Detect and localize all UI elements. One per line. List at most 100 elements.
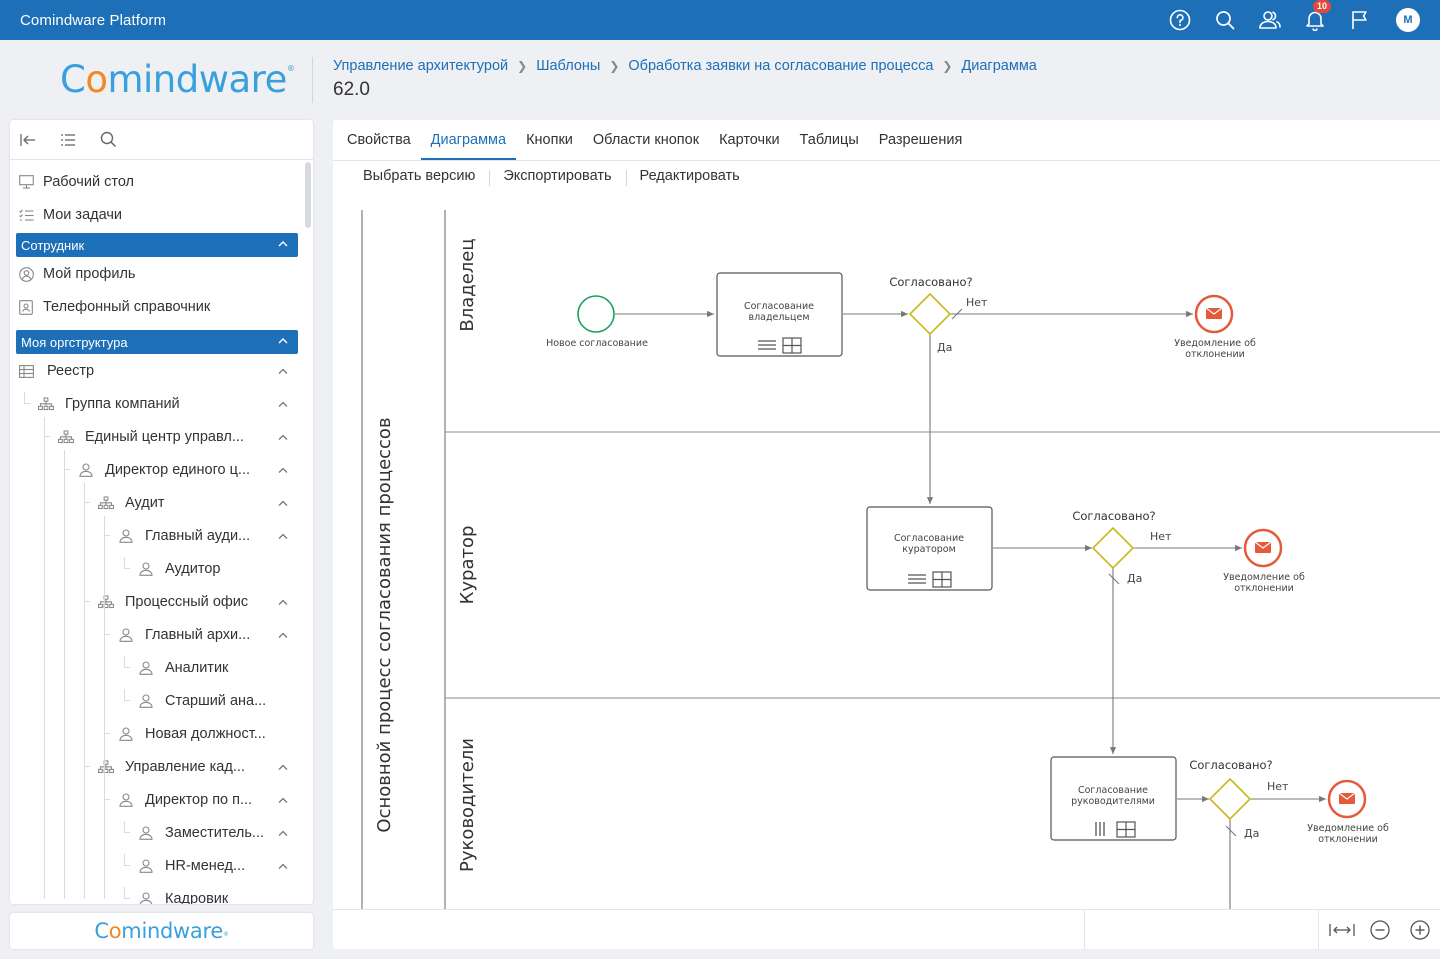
tab-buttons[interactable]: Кнопки — [516, 120, 583, 160]
tree-connector — [124, 656, 130, 668]
tab-tables[interactable]: Таблицы — [790, 120, 869, 160]
end-event-curator[interactable]: Уведомление об отклонении — [1223, 530, 1305, 594]
tree-item[interactable]: Управление кад... — [10, 753, 300, 781]
zoom-in-icon[interactable] — [1409, 919, 1431, 941]
chevron-up-icon[interactable] — [278, 828, 288, 838]
tree-item-label: Группа компаний — [65, 396, 180, 412]
tree-item[interactable]: Аудит — [10, 489, 300, 517]
tree-item[interactable]: Главный архи... — [10, 621, 300, 649]
chevron-up-icon[interactable] — [278, 531, 288, 541]
tab-properties[interactable]: Свойства — [333, 120, 421, 160]
tree-item-label: Старший ана... — [165, 693, 266, 709]
logo[interactable]: Comindware® — [60, 58, 294, 101]
contact-card-icon — [18, 299, 34, 315]
search-icon[interactable] — [1213, 8, 1237, 32]
tree-connector — [24, 392, 30, 404]
chevron-up-icon[interactable] — [278, 432, 288, 442]
tab-permissions[interactable]: Разрешения — [869, 120, 973, 160]
help-icon[interactable] — [1168, 8, 1192, 32]
export-button[interactable]: Экспортировать — [489, 168, 625, 184]
gateway-curator[interactable]: Согласовано? Нет Да — [1072, 509, 1172, 585]
tree-item[interactable]: Группа компаний — [10, 390, 300, 418]
tree-item[interactable]: Новая должност... — [10, 720, 300, 748]
chevron-right-icon: ❯ — [942, 59, 952, 73]
end-event-owner[interactable]: Уведомление об отклонении — [1174, 296, 1256, 360]
sidebar-item-label: Мои задачи — [43, 207, 122, 223]
task-managers-approval[interactable]: Согласованиеруководителями — [1051, 757, 1176, 840]
top-bar: Comindware Platform 10 M — [0, 0, 1440, 40]
gateway-label: Согласовано? — [1189, 758, 1272, 772]
task-label-line2: руководителями — [1071, 796, 1155, 807]
checklist-icon — [18, 207, 34, 223]
tree-connector — [124, 557, 130, 569]
sidebar-item-phone-directory[interactable]: Телефонный справочник — [10, 293, 300, 321]
tab-button-areas[interactable]: Области кнопок — [583, 120, 709, 160]
sidebar: Рабочий стол Мои задачи Сотрудник Мой пр… — [10, 120, 313, 904]
chevron-up-icon[interactable] — [278, 498, 288, 508]
tree-item[interactable]: HR-менед... — [10, 852, 300, 880]
breadcrumb-item[interactable]: Диаграмма — [961, 58, 1036, 74]
tree-item[interactable]: Директор по п... — [10, 786, 300, 814]
chevron-up-icon[interactable] — [278, 366, 288, 376]
breadcrumb-item[interactable]: Шаблоны — [536, 58, 600, 74]
tree-item[interactable]: Реестр — [10, 357, 300, 385]
monitor-icon — [18, 174, 34, 190]
start-event-label: Новое согласование — [546, 338, 648, 349]
start-event[interactable]: Новое согласование — [546, 296, 648, 349]
person-icon — [118, 726, 134, 742]
org-icon — [58, 429, 74, 445]
fit-width-icon[interactable] — [1329, 919, 1355, 941]
tree-item-label: Аналитик — [165, 660, 228, 676]
zoom-out-icon[interactable] — [1369, 919, 1391, 941]
tree-item[interactable]: Заместитель... — [10, 819, 300, 847]
tree-item[interactable]: Аудитор — [10, 555, 300, 583]
select-version-button[interactable]: Выбрать версию — [349, 168, 489, 184]
breadcrumb-item[interactable]: Управление архитектурой — [333, 58, 508, 74]
sequence-flows — [615, 309, 1326, 909]
breadcrumb-item[interactable]: Обработка заявки на согласование процесс… — [628, 58, 933, 74]
svg-text:Согласованиекуратором: Согласованиекуратором — [894, 533, 964, 555]
chevron-up-icon[interactable] — [278, 597, 288, 607]
person-icon — [118, 792, 134, 808]
collapse-left-icon[interactable] — [19, 131, 37, 149]
list-icon[interactable] — [59, 131, 77, 149]
svg-text:Уведомление об: Уведомление об — [1223, 572, 1305, 583]
sidebar-section-org-structure[interactable]: Моя оргструктура — [16, 330, 298, 354]
tab-cards[interactable]: Карточки — [709, 120, 789, 160]
tab-diagram[interactable]: Диаграмма — [421, 120, 516, 160]
sidebar-scrollbar[interactable] — [305, 162, 311, 228]
tree-item[interactable]: Процессный офис — [10, 588, 300, 616]
yes-label: Да — [937, 341, 952, 354]
tree-item[interactable]: Старший ана... — [10, 687, 300, 715]
search-icon[interactable] — [99, 131, 117, 149]
user-avatar[interactable]: M — [1396, 8, 1420, 32]
end-event-managers[interactable]: Уведомление об отклонении — [1307, 781, 1389, 845]
sidebar-item-my-profile[interactable]: Мой профиль — [10, 260, 300, 288]
person-icon — [138, 693, 154, 709]
sidebar-section-employee[interactable]: Сотрудник — [16, 233, 298, 257]
bpmn-diagram[interactable]: Основной процесс согласования процессов … — [333, 200, 1440, 909]
tree-item-label: Управление кад... — [125, 759, 245, 775]
chevron-up-icon[interactable] — [278, 762, 288, 772]
tree-item[interactable]: Аналитик — [10, 654, 300, 682]
tree-connector — [124, 689, 130, 701]
chevron-up-icon[interactable] — [278, 795, 288, 805]
task-owner-approval[interactable]: Согласованиевладельцем — [717, 273, 842, 356]
no-label: Нет — [966, 296, 988, 309]
bell-icon[interactable]: 10 — [1303, 8, 1327, 32]
tree-item[interactable]: Директор единого ц... — [10, 456, 300, 484]
chevron-up-icon[interactable] — [278, 861, 288, 871]
edit-button[interactable]: Редактировать — [626, 168, 754, 184]
sidebar-item-my-tasks[interactable]: Мои задачи — [10, 201, 300, 229]
users-icon[interactable] — [1258, 8, 1282, 32]
chevron-up-icon[interactable] — [278, 399, 288, 409]
chevron-up-icon[interactable] — [278, 630, 288, 640]
task-curator-approval[interactable]: Согласованиекуратором — [867, 507, 992, 590]
tree-item[interactable]: Кадровик — [10, 885, 300, 904]
tree-item[interactable]: Главный ауди... — [10, 522, 300, 550]
task-label-line2: владельцем — [748, 312, 809, 323]
sidebar-item-desktop[interactable]: Рабочий стол — [10, 168, 300, 196]
flag-icon[interactable] — [1348, 8, 1372, 32]
tree-item[interactable]: Единый центр управл... — [10, 423, 300, 451]
chevron-up-icon[interactable] — [278, 465, 288, 475]
